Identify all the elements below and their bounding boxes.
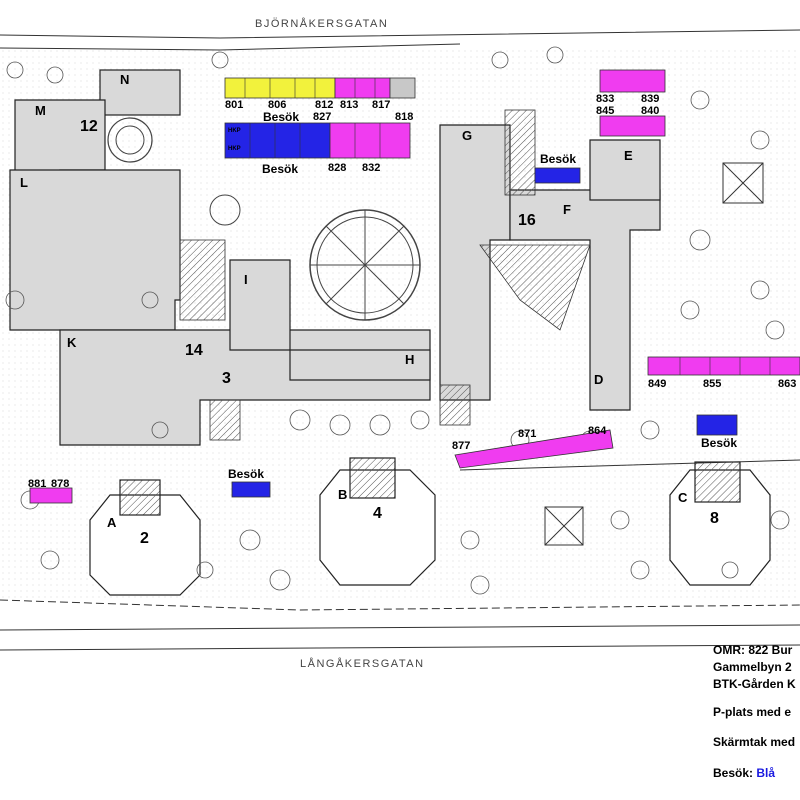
parking-number-817: 817 <box>372 99 391 111</box>
trees <box>5 46 790 595</box>
legend-visitor-prefix: Besök: <box>713 766 754 780</box>
parking-number-818: 818 <box>395 111 414 123</box>
parking-yellow-801-812 <box>224 77 336 99</box>
building-L <box>9 169 181 331</box>
parking-number-878: 878 <box>51 478 70 490</box>
parking-visitor-16 <box>534 167 581 184</box>
building-label-16: 16 <box>518 212 536 229</box>
building-label-L: L <box>20 175 28 190</box>
building-I <box>229 259 291 351</box>
legend-visitor: Besök: Blå <box>713 766 775 780</box>
terraces <box>179 109 591 441</box>
parking-magenta-864-877 <box>454 429 614 469</box>
building-4 <box>319 469 436 586</box>
courtyard-rotunda <box>107 117 421 321</box>
parking-number-877: 877 <box>452 440 471 452</box>
buildings <box>9 69 661 446</box>
building-2 <box>89 494 201 596</box>
building-label-D: D <box>594 372 604 387</box>
parking-number-806: 806 <box>268 99 287 111</box>
parking-magenta-845-840 <box>599 115 666 137</box>
parking-number-840: 840 <box>641 105 660 117</box>
parking-visitor-8 <box>696 414 738 436</box>
legend-line-5: Skärmtak med <box>713 735 796 749</box>
parking-number-839: 839 <box>641 93 660 105</box>
parking-number-849: 849 <box>648 378 667 390</box>
parking-dividers <box>244 78 771 375</box>
parking-number-827: 827 <box>313 111 332 123</box>
parking-magenta-813-817 <box>334 77 391 99</box>
parking-number-801: 801 <box>225 99 244 111</box>
legend-line-2: Gammelbyn 2 <box>713 660 792 674</box>
legend-line-4: P-plats med e <box>713 705 792 719</box>
building-label-C: C <box>678 490 688 505</box>
visitor-label-827: Besök <box>263 110 300 124</box>
street-south: LÅNGÅKERSGATAN <box>300 658 425 670</box>
parking-number-828: 828 <box>328 162 347 174</box>
parking-number-881: 881 <box>28 478 47 490</box>
street-north: BJÖRNÅKERSGATAN <box>255 18 389 30</box>
parking-visitor-2 <box>231 481 271 498</box>
building-E <box>589 139 661 201</box>
legend-line-3: BTK-Gården K <box>713 677 796 691</box>
parking-number-813: 813 <box>340 99 359 111</box>
building-label-14: 14 <box>185 342 203 359</box>
building-label-3: 3 <box>222 370 231 387</box>
hkp-label-1: HKP <box>228 128 241 134</box>
building-16-F <box>509 189 661 411</box>
parking-magenta-828-832 <box>329 122 411 159</box>
legend-line-1: OMR: 822 Bur <box>713 643 793 657</box>
parking-magenta-849-863 <box>647 356 800 376</box>
visitor-label-16: Besök <box>540 152 577 166</box>
visitor-label-8: Besök <box>701 436 738 450</box>
building-label-M: M <box>35 103 46 118</box>
building-label-A: A <box>107 515 117 530</box>
building-label-2: 2 <box>140 530 149 547</box>
building-label-8: 8 <box>710 510 719 527</box>
parking-magenta-878-881 <box>29 487 73 504</box>
visitor-label-2: Besök <box>228 467 265 481</box>
parking-number-832: 832 <box>362 162 381 174</box>
parking-number-855: 855 <box>703 378 722 390</box>
building-N <box>99 69 181 116</box>
parking-number-812: 812 <box>315 99 334 111</box>
building-H-wing <box>289 349 431 381</box>
parking-visitor-827 <box>224 122 331 159</box>
building-label-G: G <box>462 128 473 143</box>
parking-spaces <box>29 69 800 504</box>
legend-visitor-color: Blå <box>756 766 776 780</box>
parking-number-864: 864 <box>588 425 607 437</box>
building-label-E: E <box>624 148 633 163</box>
building-label-K: K <box>67 335 77 350</box>
building-label-12: 12 <box>80 118 98 135</box>
parking-gray-818 <box>389 77 416 99</box>
building-label-F: F <box>563 202 571 217</box>
hkp-label-2: HKP <box>228 146 241 152</box>
shelters <box>544 162 764 546</box>
building-label-H: H <box>405 352 415 367</box>
building-label-4: 4 <box>373 505 382 522</box>
parking-number-863: 863 <box>778 378 797 390</box>
building-label-N: N <box>120 72 130 87</box>
visitor-label-828: Besök <box>262 162 299 176</box>
building-label-I: I <box>244 272 248 287</box>
building-label-B: B <box>338 487 348 502</box>
parking-magenta-833-839 <box>599 69 666 93</box>
parking-number-871: 871 <box>518 428 537 440</box>
parking-number-833: 833 <box>596 93 615 105</box>
point-buildings <box>89 457 771 596</box>
parking-number-845: 845 <box>596 105 615 117</box>
